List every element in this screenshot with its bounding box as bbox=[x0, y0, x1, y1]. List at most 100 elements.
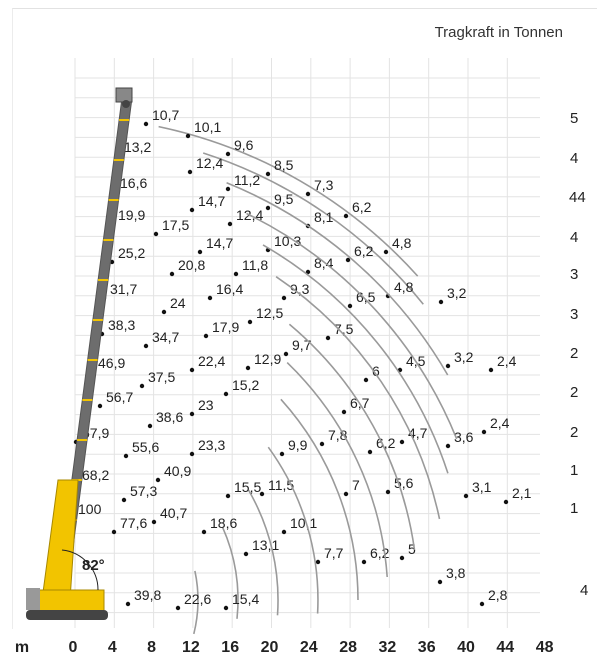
load-point bbox=[123, 453, 129, 459]
load-value-label: 20,8 bbox=[178, 257, 205, 273]
load-point bbox=[223, 391, 229, 397]
load-point bbox=[361, 559, 367, 565]
load-arc bbox=[193, 570, 199, 635]
load-value-label: 56,7 bbox=[106, 389, 133, 405]
load-value-label: 17,5 bbox=[162, 217, 189, 233]
load-point bbox=[325, 335, 331, 341]
load-point bbox=[97, 403, 103, 409]
load-point bbox=[111, 529, 117, 535]
load-arc bbox=[267, 446, 319, 614]
load-point bbox=[243, 551, 249, 557]
load-value-label: 2,4 bbox=[490, 415, 510, 431]
boom-head bbox=[115, 87, 133, 103]
right-edge-value: 2 bbox=[570, 384, 579, 401]
load-value-label: 3,6 bbox=[454, 429, 474, 445]
load-value-label: 3,1 bbox=[472, 479, 492, 495]
load-point bbox=[203, 333, 209, 339]
load-point bbox=[488, 367, 494, 373]
axis-tick-label: 4 bbox=[108, 639, 117, 656]
counterweight bbox=[26, 588, 40, 610]
load-point bbox=[169, 271, 175, 277]
load-point bbox=[265, 205, 271, 211]
load-arc bbox=[221, 526, 239, 619]
load-value-label: 31,7 bbox=[110, 281, 137, 297]
load-point bbox=[363, 377, 369, 383]
load-point bbox=[225, 493, 231, 499]
load-arc bbox=[262, 244, 449, 474]
load-point bbox=[175, 605, 181, 611]
load-value-label: 2,4 bbox=[497, 353, 517, 369]
load-point bbox=[259, 491, 265, 497]
load-value-label: 39,8 bbox=[134, 587, 161, 603]
load-point bbox=[305, 191, 311, 197]
load-value-label: 15,4 bbox=[232, 591, 259, 607]
load-value-label: 40,7 bbox=[160, 505, 187, 521]
load-value-label: 37,5 bbox=[148, 369, 175, 385]
load-value-label: 6,5 bbox=[356, 289, 376, 305]
load-point bbox=[347, 303, 353, 309]
load-point bbox=[445, 443, 451, 449]
load-point bbox=[343, 491, 349, 497]
load-point bbox=[247, 319, 253, 325]
load-value-label: 11,8 bbox=[242, 257, 268, 273]
load-value-label: 8,5 bbox=[274, 157, 294, 173]
crane-body bbox=[33, 589, 105, 613]
load-value-label: 25,2 bbox=[118, 245, 145, 261]
load-value-label: 3,2 bbox=[447, 285, 467, 301]
load-arc bbox=[288, 323, 416, 551]
load-value-label: 11,5 bbox=[268, 477, 294, 493]
axis-tick-label: 20 bbox=[261, 639, 279, 656]
load-value-label: 9,5 bbox=[274, 191, 294, 207]
right-edge-value: 5 bbox=[570, 110, 579, 127]
load-point bbox=[319, 441, 325, 447]
load-value-label: 7,3 bbox=[314, 177, 334, 193]
load-value-label: 3,2 bbox=[454, 349, 474, 365]
load-value-label: 12,9 bbox=[254, 351, 281, 367]
load-value-label: 68,2 bbox=[82, 467, 109, 483]
load-value-label: 22,6 bbox=[184, 591, 211, 607]
load-value-label: 7,8 bbox=[328, 427, 348, 443]
load-point bbox=[341, 409, 347, 415]
axis-tick-label: 12 bbox=[182, 639, 200, 656]
load-arc bbox=[246, 212, 458, 440]
load-arc bbox=[247, 489, 279, 616]
load-value-label: 10,1 bbox=[194, 119, 221, 135]
load-point bbox=[503, 499, 509, 505]
load-point bbox=[223, 605, 229, 611]
axis-tick-label: 24 bbox=[300, 639, 318, 656]
load-value-label: 18,6 bbox=[210, 515, 237, 531]
right-edge-value: 4 bbox=[570, 150, 579, 167]
load-value-label: 6 bbox=[372, 363, 380, 379]
load-value-label: 57,3 bbox=[130, 483, 157, 499]
load-point bbox=[481, 429, 487, 435]
load-value-label: 10,1 bbox=[290, 515, 317, 531]
load-value-label: 7 bbox=[352, 477, 360, 493]
load-arc bbox=[286, 362, 388, 578]
load-point bbox=[265, 171, 271, 177]
load-point bbox=[438, 299, 444, 305]
load-point bbox=[315, 559, 321, 565]
boom-angle-label: 82° bbox=[82, 557, 105, 574]
hook-icon bbox=[122, 100, 130, 108]
load-value-label: 11,2 bbox=[234, 172, 260, 188]
load-point bbox=[479, 601, 485, 607]
load-arc bbox=[158, 125, 419, 277]
load-point bbox=[185, 133, 191, 139]
axis-tick-label: 28 bbox=[339, 639, 357, 656]
load-value-label: 12,4 bbox=[196, 155, 223, 171]
crawler-track bbox=[26, 610, 108, 620]
load-value-label: 2,1 bbox=[512, 485, 532, 501]
load-point bbox=[121, 497, 127, 503]
load-value-label: 16,6 bbox=[120, 175, 147, 191]
load-point bbox=[227, 221, 233, 227]
load-value-label: 16,4 bbox=[216, 281, 243, 297]
load-point bbox=[345, 257, 351, 263]
load-arc bbox=[275, 276, 441, 520]
axis-tick-label: 48 bbox=[536, 639, 554, 656]
load-point bbox=[189, 207, 195, 213]
load-value-label: 38,3 bbox=[108, 317, 135, 333]
load-value-label: 5 bbox=[408, 541, 416, 557]
load-point bbox=[281, 295, 287, 301]
load-point bbox=[143, 343, 149, 349]
axis-tick-label: 40 bbox=[457, 639, 475, 656]
